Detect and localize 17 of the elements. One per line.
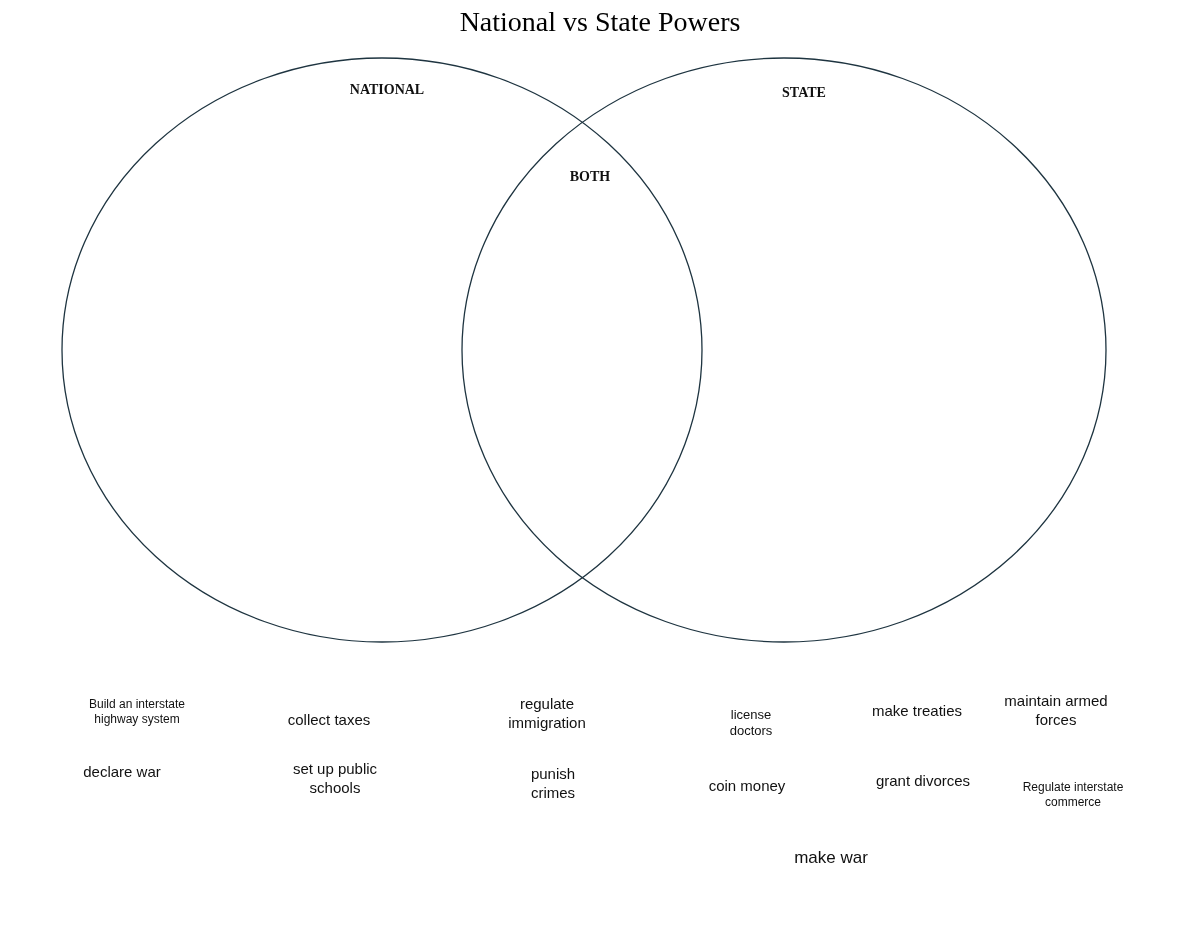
power-label: make war xyxy=(793,847,869,869)
power-label: punish crimes xyxy=(529,765,577,803)
power-label: collect taxes xyxy=(286,710,372,730)
power-label: Build an interstate highway system xyxy=(87,697,187,727)
power-label: coin money xyxy=(707,776,787,796)
power-label: maintain armed forces xyxy=(1003,692,1109,730)
power-label: declare war xyxy=(82,762,162,782)
power-label: set up public schools xyxy=(291,760,379,798)
diagram-title: National vs State Powers xyxy=(458,6,742,38)
power-label: Regulate interstate commerce xyxy=(1021,780,1125,810)
circle-heading: STATE xyxy=(782,85,826,101)
region-heading: BOTH xyxy=(568,168,612,186)
power-label: license doctors xyxy=(728,706,774,740)
power-label: grant divorces xyxy=(874,771,972,791)
power-label: make treaties xyxy=(870,701,963,721)
power-label: regulate immigration xyxy=(507,695,587,733)
circle-heading: NATIONAL xyxy=(349,82,425,98)
